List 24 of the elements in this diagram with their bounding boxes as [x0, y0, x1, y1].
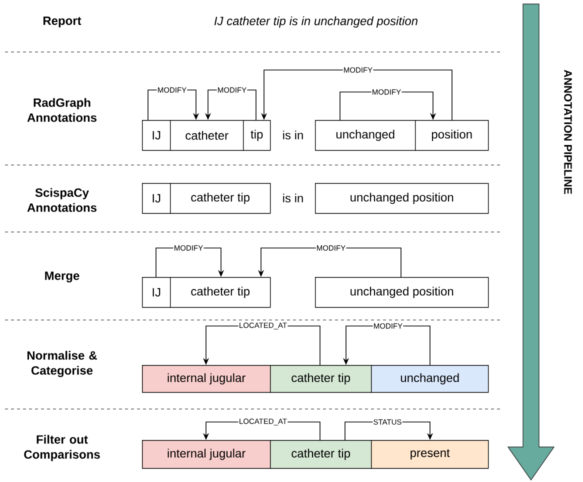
- token-box: catheter tip: [270, 365, 372, 393]
- token-box: IJ: [142, 120, 171, 151]
- token-box: unchanged: [315, 120, 416, 151]
- token-box: tip: [243, 120, 271, 151]
- row-label: RadGraph Annotations: [27, 98, 96, 122]
- token-box: unchanged position: [315, 183, 489, 214]
- pipeline-label: ANNOTATION PIPELINE: [564, 70, 572, 194]
- token-box: IJ: [142, 183, 171, 214]
- report-sentence: IJ catheter tip is in unchanged position: [214, 16, 418, 28]
- token-box: present: [371, 440, 489, 469]
- plain-text: is in: [283, 194, 303, 202]
- token-box: unchanged position: [315, 277, 489, 308]
- token-box: internal jugular: [142, 440, 271, 469]
- token-box: IJ: [142, 277, 171, 308]
- row-label: Normalise & Categorise: [27, 350, 97, 378]
- row-label: Filter out Comparisons: [24, 434, 100, 462]
- plain-text: is in: [283, 130, 303, 140]
- token-box: unchanged: [371, 365, 489, 393]
- row-label: Merge: [45, 272, 80, 282]
- token-box: position: [415, 120, 489, 151]
- row-label: Report: [43, 16, 82, 28]
- row-label: ScispaCy Annotations: [27, 188, 96, 212]
- token-box: catheter tip: [270, 440, 372, 469]
- token-box: internal jugular: [142, 365, 271, 393]
